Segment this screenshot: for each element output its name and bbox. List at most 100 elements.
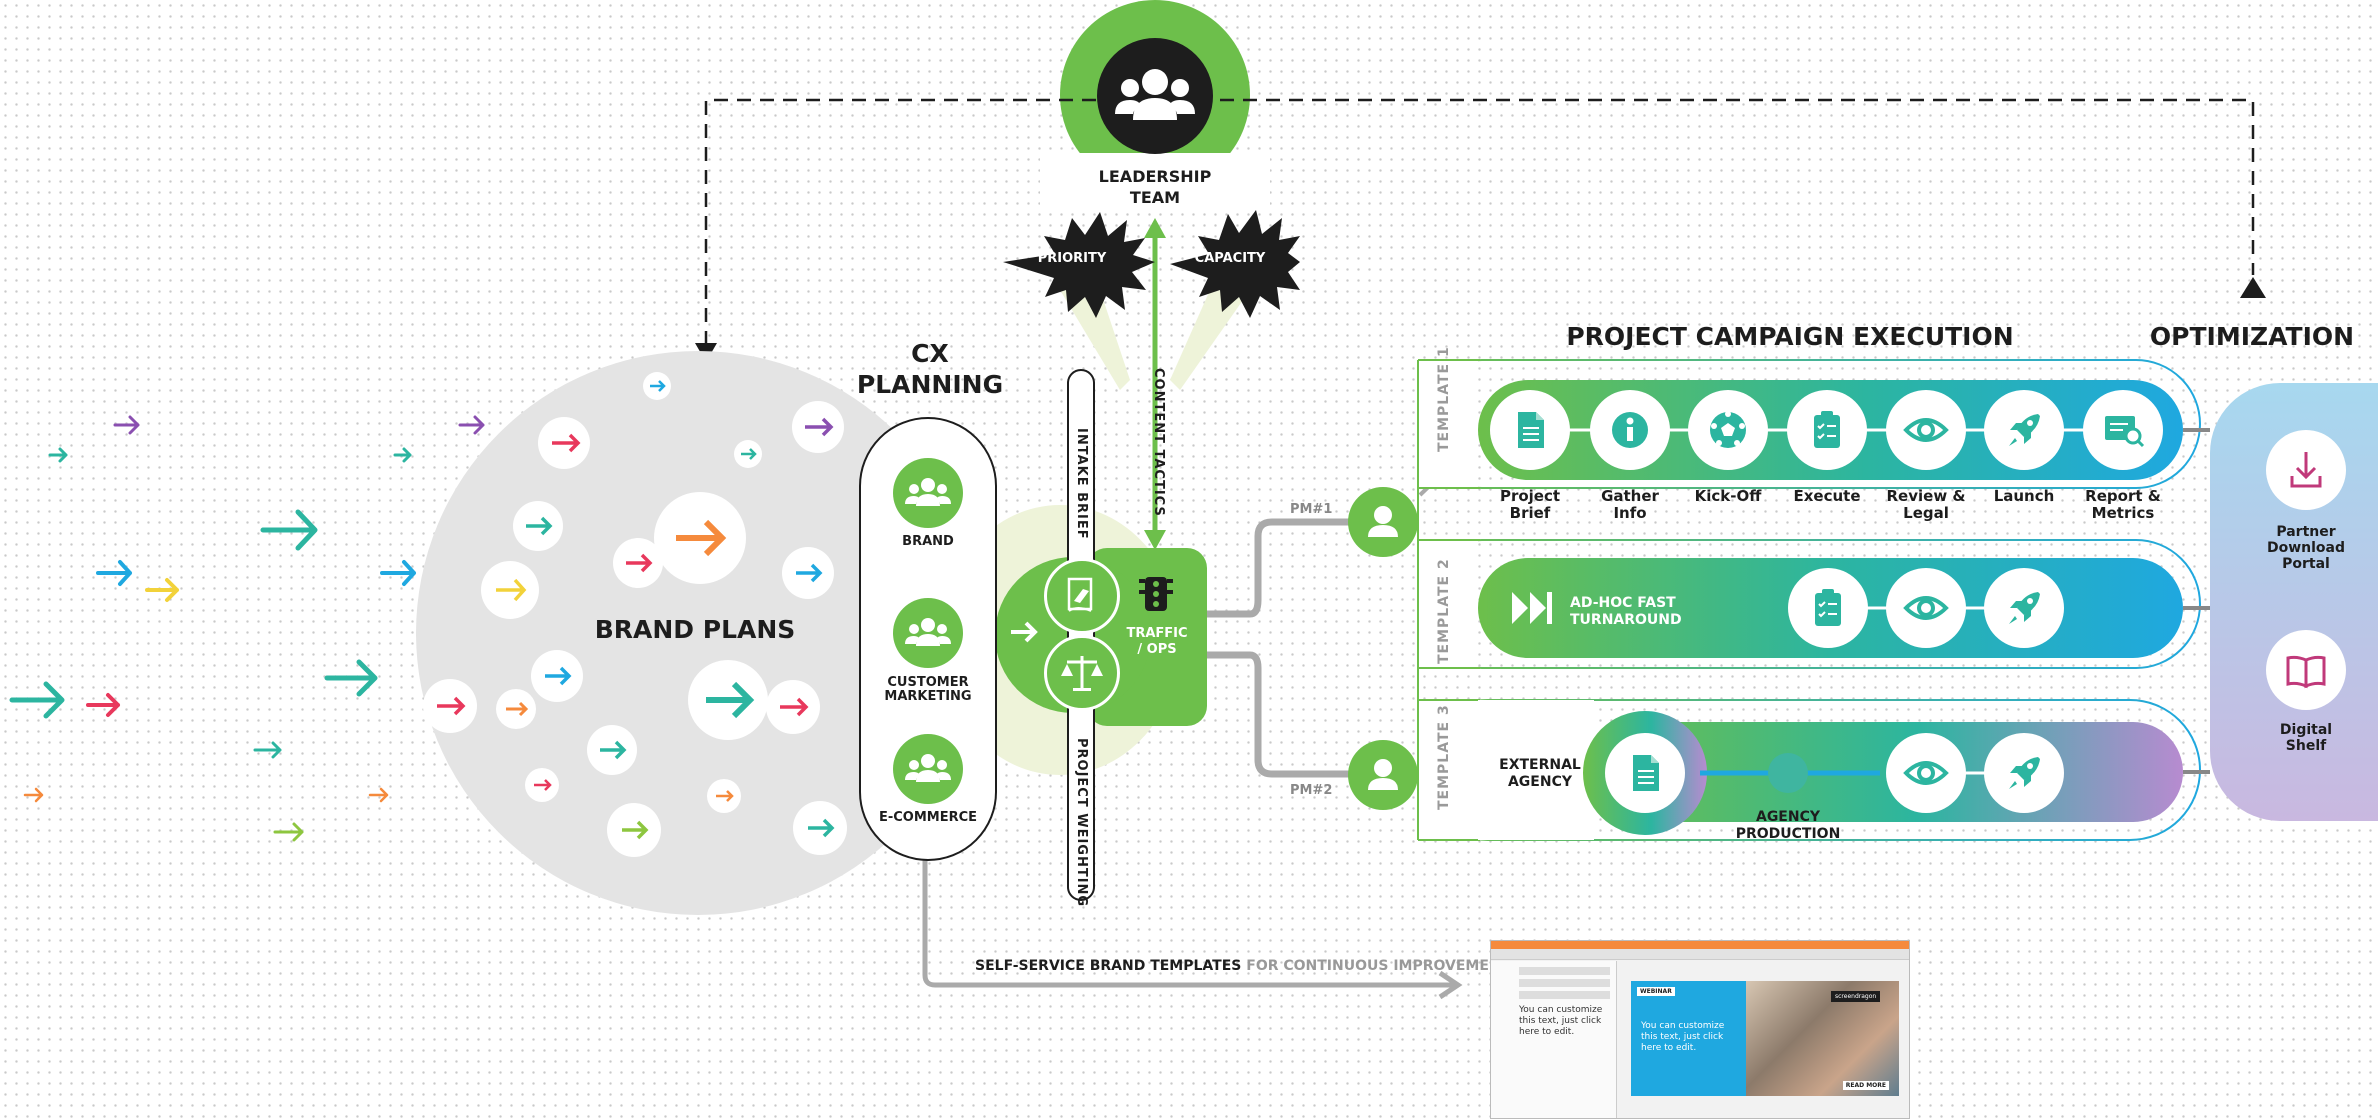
people-group-icon xyxy=(905,618,951,646)
opt-1-l2: Download xyxy=(2266,540,2346,556)
opt-2-l1: Digital xyxy=(2279,722,2333,738)
t1-step-7-l1: Report & xyxy=(2085,487,2161,505)
execution-title: PROJECT CAMPAIGN EXECUTION xyxy=(1566,322,2014,351)
opt-1-l1: Partner xyxy=(2276,524,2336,540)
eye-icon xyxy=(1903,418,1949,442)
t3-brief[interactable] xyxy=(1605,733,1685,813)
brand-plans-circle xyxy=(416,351,980,915)
external-agency-line1: EXTERNAL xyxy=(1499,757,1581,773)
pm1-label: PM#1 xyxy=(1290,502,1333,517)
t2-execute[interactable] xyxy=(1788,568,1868,648)
self-service-label: SELF-SERVICE BRAND TEMPLATES FOR CONTINU… xyxy=(975,958,1510,974)
preview-blue-text: You can customize this text, just click … xyxy=(1641,1021,1725,1053)
optimization-title: OPTIMIZATION xyxy=(2149,322,2355,351)
capacity-label: CAPACITY xyxy=(1194,251,1266,266)
preview-read-more: READ MORE xyxy=(1842,1081,1889,1090)
template2-line1: AD-HOC FAST xyxy=(1570,595,1676,611)
fast-forward-icon xyxy=(1510,590,1554,630)
feedback-loop-line xyxy=(704,98,2255,345)
pm2-label: PM#2 xyxy=(1290,783,1333,798)
opt-1-l3: Portal xyxy=(2282,556,2330,572)
drifting-arrows xyxy=(9,415,485,842)
agency-production-line2: PRODUCTION xyxy=(1735,826,1841,842)
t1-step-2-l1: Gather xyxy=(1601,487,1659,505)
template1-label: TEMPLATE 1 xyxy=(1436,346,1452,452)
person-icon xyxy=(1368,759,1398,790)
template2-label-text: AD-HOC FAST TURNAROUND xyxy=(1570,595,1682,629)
rocket-icon xyxy=(2009,757,2040,789)
cx-planning-line1: CX xyxy=(911,339,949,368)
intake-brief-label: INTAKE BRIEF xyxy=(1074,428,1089,540)
t1-step-5-l2: Legal xyxy=(1903,504,1949,522)
project-weighting-label: PROJECT WEIGHTING xyxy=(1074,738,1089,908)
external-agency-line2: AGENCY xyxy=(1507,774,1573,790)
people-group-icon xyxy=(1115,69,1195,120)
leadership-label-line2: TEAM xyxy=(1129,188,1181,207)
leadership-label-line1: LEADERSHIP xyxy=(1098,167,1212,186)
person-icon xyxy=(1368,506,1398,537)
traffic-ops-label: TRAFFIC / OPS xyxy=(1126,626,1187,658)
opt-2-l2: Shelf xyxy=(2285,738,2327,754)
t1-step-4-l1: Execute xyxy=(1793,487,1861,505)
leadership-label: LEADERSHIP TEAM xyxy=(1099,166,1212,208)
document-icon xyxy=(1518,412,1544,448)
cx-planning-title: CX PLANNING xyxy=(857,338,1003,400)
download-icon xyxy=(2290,452,2322,488)
traffic-light-icon xyxy=(1139,577,1173,611)
cx-item-customer-label-1: CUSTOMER xyxy=(887,675,969,690)
content-tactics-label: CONTENT TACTICS xyxy=(1151,368,1166,517)
t2-review[interactable] xyxy=(1886,568,1966,648)
cx-item-ecommerce-label: E-COMMERCE xyxy=(878,810,978,825)
template-screenshot-preview[interactable]: You can customize this text, just click … xyxy=(1490,940,1910,1119)
cx-item-brand-label: BRAND xyxy=(902,534,954,549)
self-service-rest: FOR CONTINUOUS IMPROVEMENT xyxy=(1241,958,1511,974)
t3-review[interactable] xyxy=(1886,733,1966,813)
people-group-icon xyxy=(905,478,951,506)
cx-item-customer-label-2: MARKETING xyxy=(884,689,972,704)
open-book-icon xyxy=(2286,655,2326,689)
t1-step-1-l2: Brief xyxy=(1509,504,1551,522)
checklist-icon xyxy=(1814,411,1840,448)
t2-launch[interactable] xyxy=(1984,568,2064,648)
preview-badge: WEBINAR xyxy=(1637,987,1675,996)
template2-line2: TURNAROUND xyxy=(1570,612,1682,628)
brand-plan-arrows xyxy=(423,372,847,857)
rocket-icon xyxy=(2009,414,2040,446)
agency-production-label: AGENCY PRODUCTION xyxy=(1736,809,1841,843)
t3-launch[interactable] xyxy=(1984,733,2064,813)
pm2-avatar[interactable] xyxy=(1348,740,1418,810)
preview-left-text: You can customize this text, just click … xyxy=(1519,1005,1603,1037)
priority-label: PRIORITY xyxy=(1037,251,1107,266)
agency-production-line1: AGENCY xyxy=(1755,809,1821,825)
t1-step-3-l1: Kick-Off xyxy=(1694,487,1762,505)
t1-step-6-l1: Launch xyxy=(1993,487,2055,505)
cx-planning-line2: PLANNING xyxy=(856,370,1004,399)
external-agency-label: EXTERNAL AGENCY xyxy=(1499,757,1581,791)
traffic-ops-line1: TRAFFIC xyxy=(1126,626,1188,641)
eye-icon xyxy=(1903,761,1949,785)
info-icon xyxy=(1612,412,1648,448)
self-service-bold: SELF-SERVICE BRAND TEMPLATES xyxy=(975,958,1242,974)
t1-step-1-l1: Project xyxy=(1499,487,1561,505)
preview-logo: screendragon xyxy=(1831,991,1881,1002)
t1-step-2-l2: Info xyxy=(1613,504,1647,522)
scale-icon[interactable] xyxy=(1044,635,1120,711)
soccer-ball-icon xyxy=(1710,411,1746,448)
t1-step-5-l1: Review & xyxy=(1886,487,1966,505)
eye-icon xyxy=(1903,596,1949,620)
traffic-ops-line2: / OPS xyxy=(1137,642,1177,657)
intake-brief-icon[interactable] xyxy=(1044,558,1120,634)
leadership-avatar xyxy=(1097,38,1213,154)
rocket-icon xyxy=(2009,592,2040,624)
t1-step-7-l2: Metrics xyxy=(2091,504,2155,522)
capacity-starburst xyxy=(1170,210,1300,318)
document-icon xyxy=(1633,755,1659,791)
people-group-icon xyxy=(905,754,951,782)
priority-starburst xyxy=(1003,212,1155,318)
pm1-avatar[interactable] xyxy=(1348,487,1418,557)
brand-plans-title: BRAND PLANS xyxy=(594,615,796,644)
template3-label: TEMPLATE 3 xyxy=(1436,704,1452,810)
report-search-icon xyxy=(2105,416,2145,448)
template2-label: TEMPLATE 2 xyxy=(1436,558,1452,664)
checklist-icon xyxy=(1815,589,1841,626)
